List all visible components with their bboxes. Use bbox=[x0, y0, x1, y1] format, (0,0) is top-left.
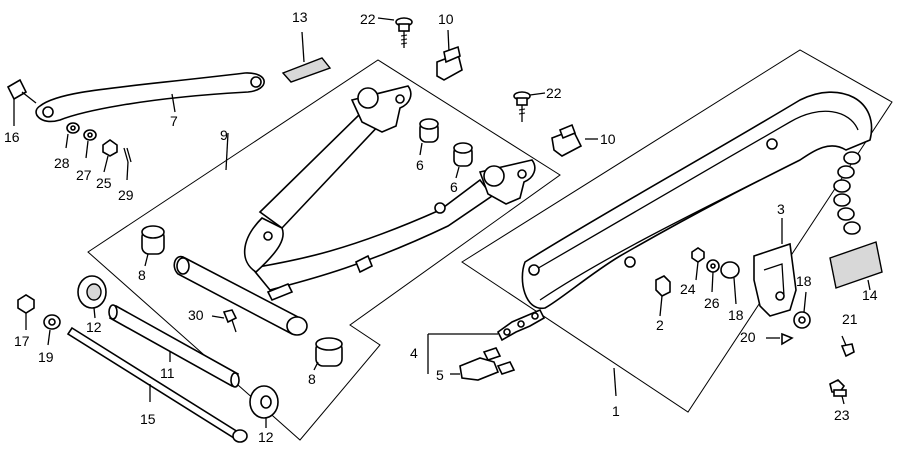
callout-29: 29 bbox=[118, 187, 134, 203]
callout-14: 14 bbox=[862, 287, 878, 303]
callout-3: 3 bbox=[777, 201, 785, 217]
callout-28: 28 bbox=[54, 155, 70, 171]
callout-8-upper: 8 bbox=[138, 267, 146, 283]
part-10-clip-lower bbox=[551, 123, 598, 157]
part-8-bushing-upper bbox=[141, 225, 165, 267]
callout-15: 15 bbox=[140, 411, 156, 427]
part-6-bushing-upper bbox=[419, 118, 439, 156]
part-3-chain-guide bbox=[753, 218, 797, 317]
part-23-bolt bbox=[829, 379, 847, 405]
part-19-washer bbox=[43, 314, 61, 346]
part-21-bolt bbox=[840, 335, 855, 358]
part-1-chain-case bbox=[521, 91, 873, 397]
part-6-bushing-lower bbox=[453, 142, 473, 179]
callout-13: 13 bbox=[292, 9, 308, 25]
callout-27: 27 bbox=[76, 167, 92, 183]
part-8-bushing-lower bbox=[313, 337, 343, 371]
part-22-bolt-lower bbox=[513, 91, 546, 122]
part-9-swingarm bbox=[173, 85, 536, 336]
callout-26: 26 bbox=[704, 295, 720, 311]
part-5-chain-joint bbox=[450, 347, 516, 381]
part-27-washer bbox=[83, 129, 97, 159]
callout-18-right: 18 bbox=[796, 273, 812, 289]
part-26-washer bbox=[706, 259, 720, 293]
part-29-cotter-pin bbox=[123, 147, 132, 181]
part-4-drive-chain bbox=[427, 308, 546, 374]
part-30-bolt bbox=[211, 309, 238, 333]
callout-6-lower: 6 bbox=[450, 179, 458, 195]
callout-11: 11 bbox=[160, 365, 175, 381]
chain-case-group-outline bbox=[461, 49, 893, 413]
part-18-rubber-right bbox=[793, 291, 811, 329]
callout-9: 9 bbox=[220, 127, 228, 143]
callout-16: 16 bbox=[4, 129, 20, 145]
part-15-pivot-bolt bbox=[66, 326, 248, 443]
part-17-nut bbox=[17, 294, 35, 330]
part-10-clip-upper bbox=[436, 29, 463, 81]
callout-17: 17 bbox=[14, 333, 30, 349]
part-28-washer bbox=[65, 122, 80, 149]
swingarm-group-outline bbox=[87, 59, 561, 441]
callout-12-upper: 12 bbox=[86, 319, 102, 335]
part-20-pin bbox=[766, 332, 794, 346]
callout-10-upper: 10 bbox=[438, 11, 454, 27]
callout-10-lower: 10 bbox=[600, 131, 616, 147]
callout-12-lower: 12 bbox=[258, 429, 274, 445]
part-25-nut bbox=[102, 139, 118, 173]
callout-22-lower: 22 bbox=[546, 85, 562, 101]
part-24-nut bbox=[691, 247, 705, 281]
callout-5: 5 bbox=[436, 367, 444, 383]
callout-25: 25 bbox=[96, 175, 112, 191]
part-12-dust-seal-upper bbox=[77, 275, 107, 319]
callout-8-lower: 8 bbox=[308, 371, 316, 387]
part-7-stay-arm bbox=[35, 72, 265, 123]
callout-7: 7 bbox=[170, 113, 178, 129]
callout-30: 30 bbox=[188, 307, 204, 323]
callout-4: 4 bbox=[410, 345, 418, 361]
callout-19: 19 bbox=[38, 349, 54, 365]
callout-1: 1 bbox=[612, 403, 620, 419]
part-22-bolt-upper bbox=[377, 17, 413, 48]
part-16-bolt bbox=[6, 78, 37, 126]
callout-2: 2 bbox=[656, 317, 664, 333]
callout-20: 20 bbox=[740, 329, 756, 345]
callout-18-left: 18 bbox=[728, 307, 744, 323]
part-13-decal bbox=[281, 31, 332, 83]
part-12-dust-seal-lower bbox=[249, 385, 279, 428]
chain-slider-links bbox=[833, 151, 861, 235]
callout-23: 23 bbox=[834, 407, 850, 423]
callout-24: 24 bbox=[680, 281, 696, 297]
part-2-grommet bbox=[655, 275, 671, 317]
callout-22-upper: 22 bbox=[360, 11, 376, 27]
part-18-rubber-left bbox=[720, 261, 740, 305]
part-11-collar bbox=[108, 304, 240, 388]
callout-21: 21 bbox=[842, 311, 858, 327]
callout-6-upper: 6 bbox=[416, 157, 424, 173]
part-14-decal bbox=[829, 241, 883, 291]
